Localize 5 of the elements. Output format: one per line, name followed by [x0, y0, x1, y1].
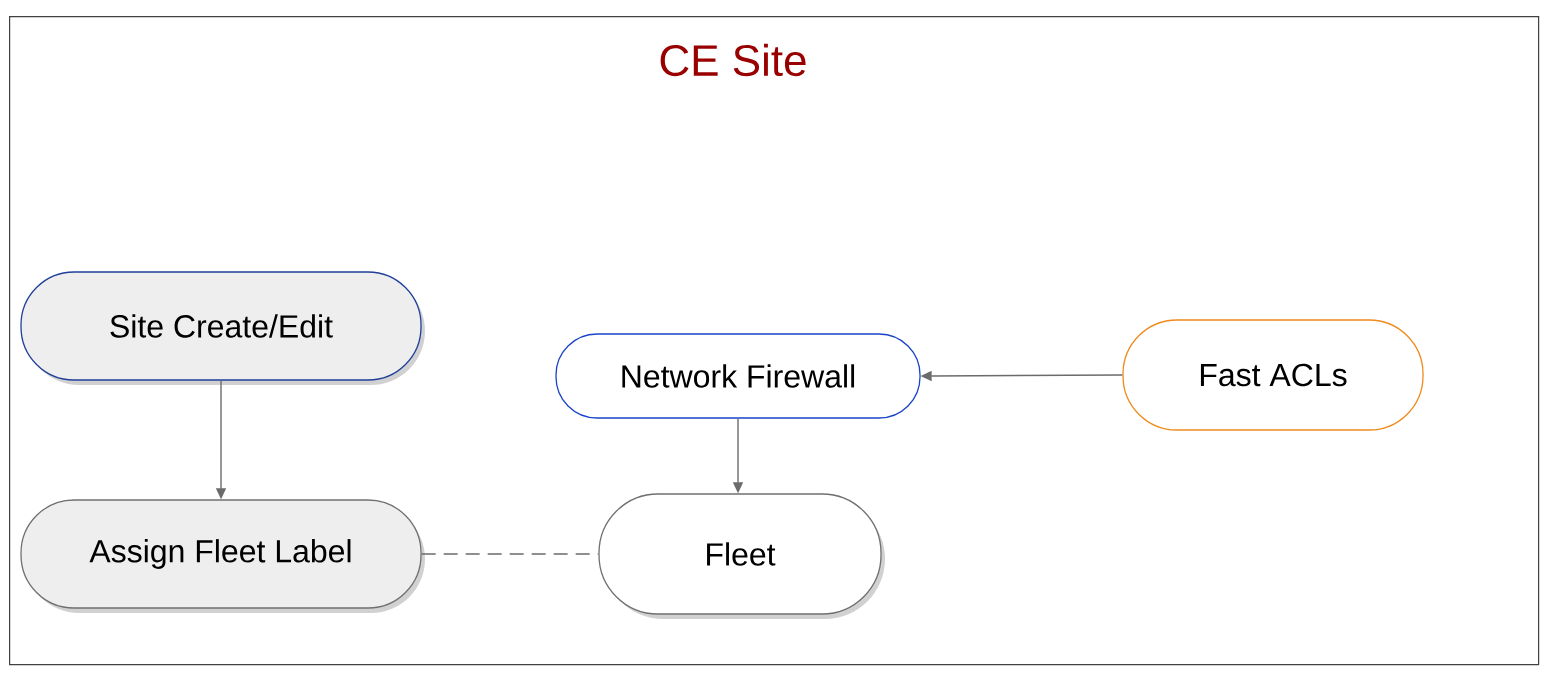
- rounded-box: Site Create/Edit: [20, 271, 425, 385]
- rounded-box: Fleet: [598, 493, 885, 619]
- rounded-box: Assign Fleet Label: [20, 499, 425, 613]
- rounded-box: Fast ACLs: [1122, 319, 1424, 431]
- rounded-box: Network Firewall: [555, 333, 921, 419]
